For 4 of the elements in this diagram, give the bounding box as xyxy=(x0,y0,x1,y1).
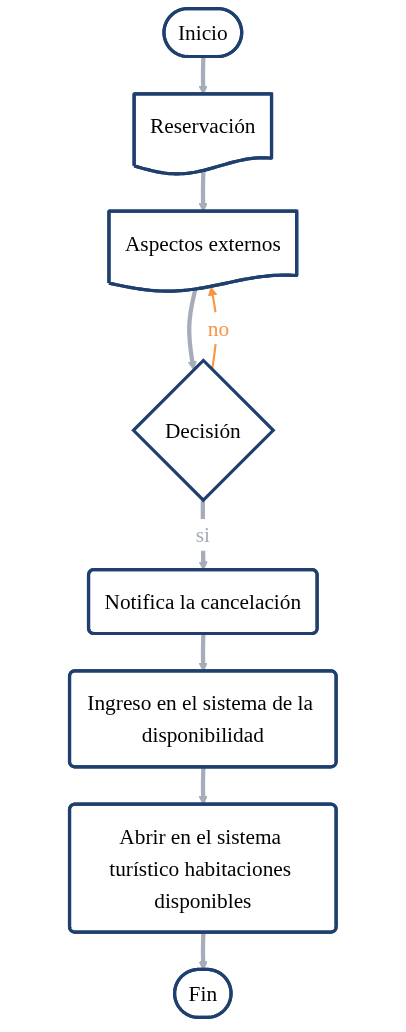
arrow xyxy=(187,289,198,371)
edge-label: si xyxy=(195,523,211,547)
node-diamond: Decisión xyxy=(131,358,276,503)
edge-label: no xyxy=(207,316,230,340)
